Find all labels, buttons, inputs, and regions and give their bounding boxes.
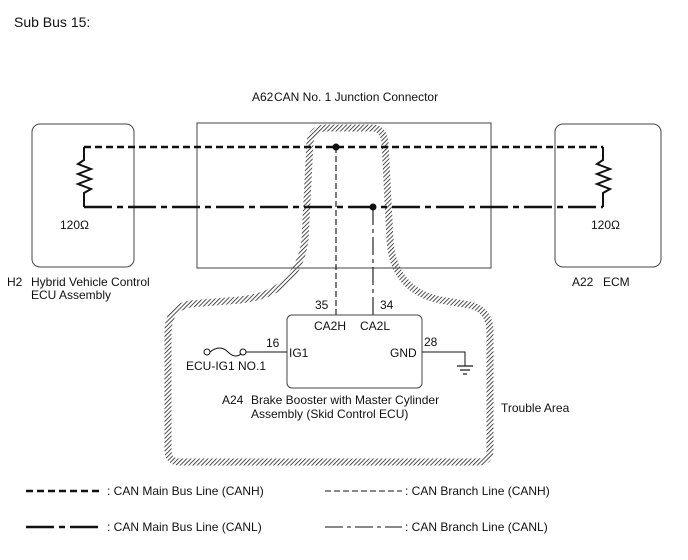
legend-branch-canh-label: : CAN Branch Line (CANH) xyxy=(405,484,550,498)
pin-ig-number: 16 xyxy=(266,336,280,350)
brake-ecu-name-line1: Brake Booster with Master Cylinder xyxy=(251,393,439,407)
brake-ecu-code: A24 xyxy=(222,393,244,407)
hybrid-ecu-code: H2 xyxy=(7,275,23,289)
ecm-name: ECM xyxy=(603,275,630,289)
hybrid-ecu-box xyxy=(31,123,135,268)
terminal-ig1: IG1 xyxy=(289,346,309,360)
terminal-ca2l: CA2L xyxy=(360,319,390,333)
trouble-area-outline xyxy=(164,124,494,466)
junction-code: A62 xyxy=(252,90,274,104)
legend-main-canh-label: : CAN Main Bus Line (CANH) xyxy=(107,484,264,498)
right-resistor-symbol xyxy=(594,147,613,207)
junction-connector-box xyxy=(196,122,492,269)
fuse-symbol xyxy=(209,347,244,357)
pin-canh-number: 35 xyxy=(315,298,329,312)
fuse-terminal-right xyxy=(239,348,247,356)
pin-canl-number: 34 xyxy=(380,298,394,312)
fuse-label: ECU-IG1 NO.1 xyxy=(186,359,266,373)
hybrid-ecu-name-line2: ECU Assembly xyxy=(31,288,111,302)
left-resistor-value: 120Ω xyxy=(60,218,89,232)
brake-ecu-name-line2: Assembly (Skid Control ECU) xyxy=(251,407,408,421)
pin-gnd-number: 28 xyxy=(424,335,438,349)
trouble-area-label: Trouble Area xyxy=(501,401,570,415)
gnd-wire xyxy=(422,351,466,366)
right-resistor-value: 120Ω xyxy=(591,218,620,232)
hybrid-ecu-name-line1: Hybrid Vehicle Control xyxy=(31,275,150,289)
legend-branch-canl-label: : CAN Branch Line (CANL) xyxy=(405,520,548,534)
terminal-ca2h: CA2H xyxy=(314,319,346,333)
legend-main-canl-label: : CAN Main Bus Line (CANL) xyxy=(107,520,262,534)
fuse-terminal-left xyxy=(203,348,211,356)
terminal-gnd: GND xyxy=(390,346,417,360)
ecm-box xyxy=(554,123,662,268)
ecm-code: A22 xyxy=(572,275,594,289)
diagram-title: Sub Bus 15: xyxy=(14,14,90,30)
left-resistor-symbol xyxy=(75,147,94,207)
junction-name: CAN No. 1 Junction Connector xyxy=(274,90,438,104)
